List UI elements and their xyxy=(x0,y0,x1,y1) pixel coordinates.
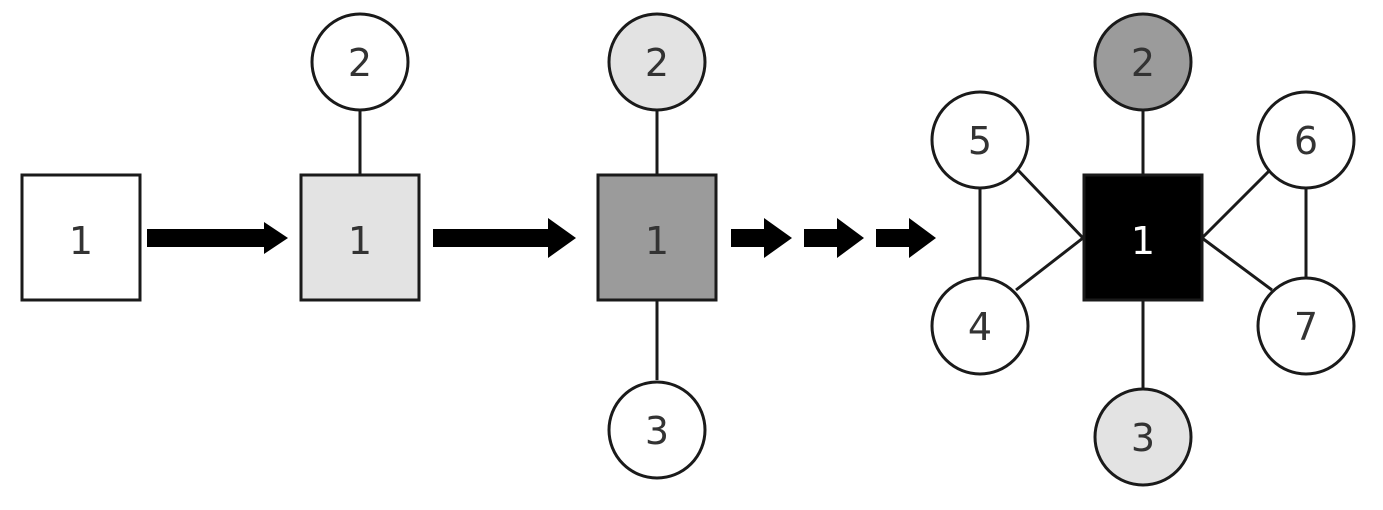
node-label: 5 xyxy=(968,119,992,163)
node-label: 2 xyxy=(1131,41,1155,85)
stage-0: 1 xyxy=(20,173,142,302)
arrow-2-head xyxy=(548,218,576,258)
square-node xyxy=(596,173,718,302)
arrow-3c-shaft xyxy=(876,229,912,247)
circle-node xyxy=(930,276,1030,376)
arrow-2-shaft xyxy=(433,229,551,247)
arrow-3c-head xyxy=(909,218,936,258)
edges xyxy=(358,110,1308,388)
arrow-3a-shaft xyxy=(731,229,767,247)
edge-s3-1-5 xyxy=(1014,166,1085,240)
arrow-3b-head xyxy=(837,218,864,258)
square-node xyxy=(20,173,142,302)
square-node xyxy=(299,173,421,302)
circle-node xyxy=(310,12,410,112)
node-label: 3 xyxy=(645,409,669,453)
edge-s3-1-7 xyxy=(1201,236,1273,292)
circle-node xyxy=(1256,276,1356,376)
circle-node xyxy=(930,90,1030,190)
circle-node xyxy=(1256,90,1356,190)
node-label: 1 xyxy=(645,219,669,263)
node-label: 3 xyxy=(1131,416,1155,460)
circle-node xyxy=(607,380,707,480)
node-label: 2 xyxy=(645,41,669,85)
stage-1: 1 2 xyxy=(299,12,421,302)
circle-node xyxy=(1093,12,1193,112)
node-label: 2 xyxy=(348,41,372,85)
stage-2: 1 2 3 xyxy=(596,12,718,480)
node-label: 7 xyxy=(1294,305,1318,349)
circle-node xyxy=(607,12,707,112)
node-label: 1 xyxy=(348,219,372,263)
arrow-3b-shaft xyxy=(804,229,840,247)
square-node xyxy=(1082,173,1204,302)
edge-s3-1-6 xyxy=(1200,166,1274,240)
stage-3: 1 2 3 4 5 6 7 xyxy=(930,12,1356,487)
arrow-3a-head xyxy=(764,218,792,258)
arrow-1-shaft xyxy=(147,229,267,247)
node-label: 1 xyxy=(1131,219,1155,263)
node-label: 1 xyxy=(69,219,93,263)
node-label: 6 xyxy=(1294,119,1318,163)
edge-s3-1-4 xyxy=(1015,236,1084,292)
arrows xyxy=(147,218,936,258)
node-label: 4 xyxy=(968,305,992,349)
circle-node xyxy=(1093,387,1193,487)
